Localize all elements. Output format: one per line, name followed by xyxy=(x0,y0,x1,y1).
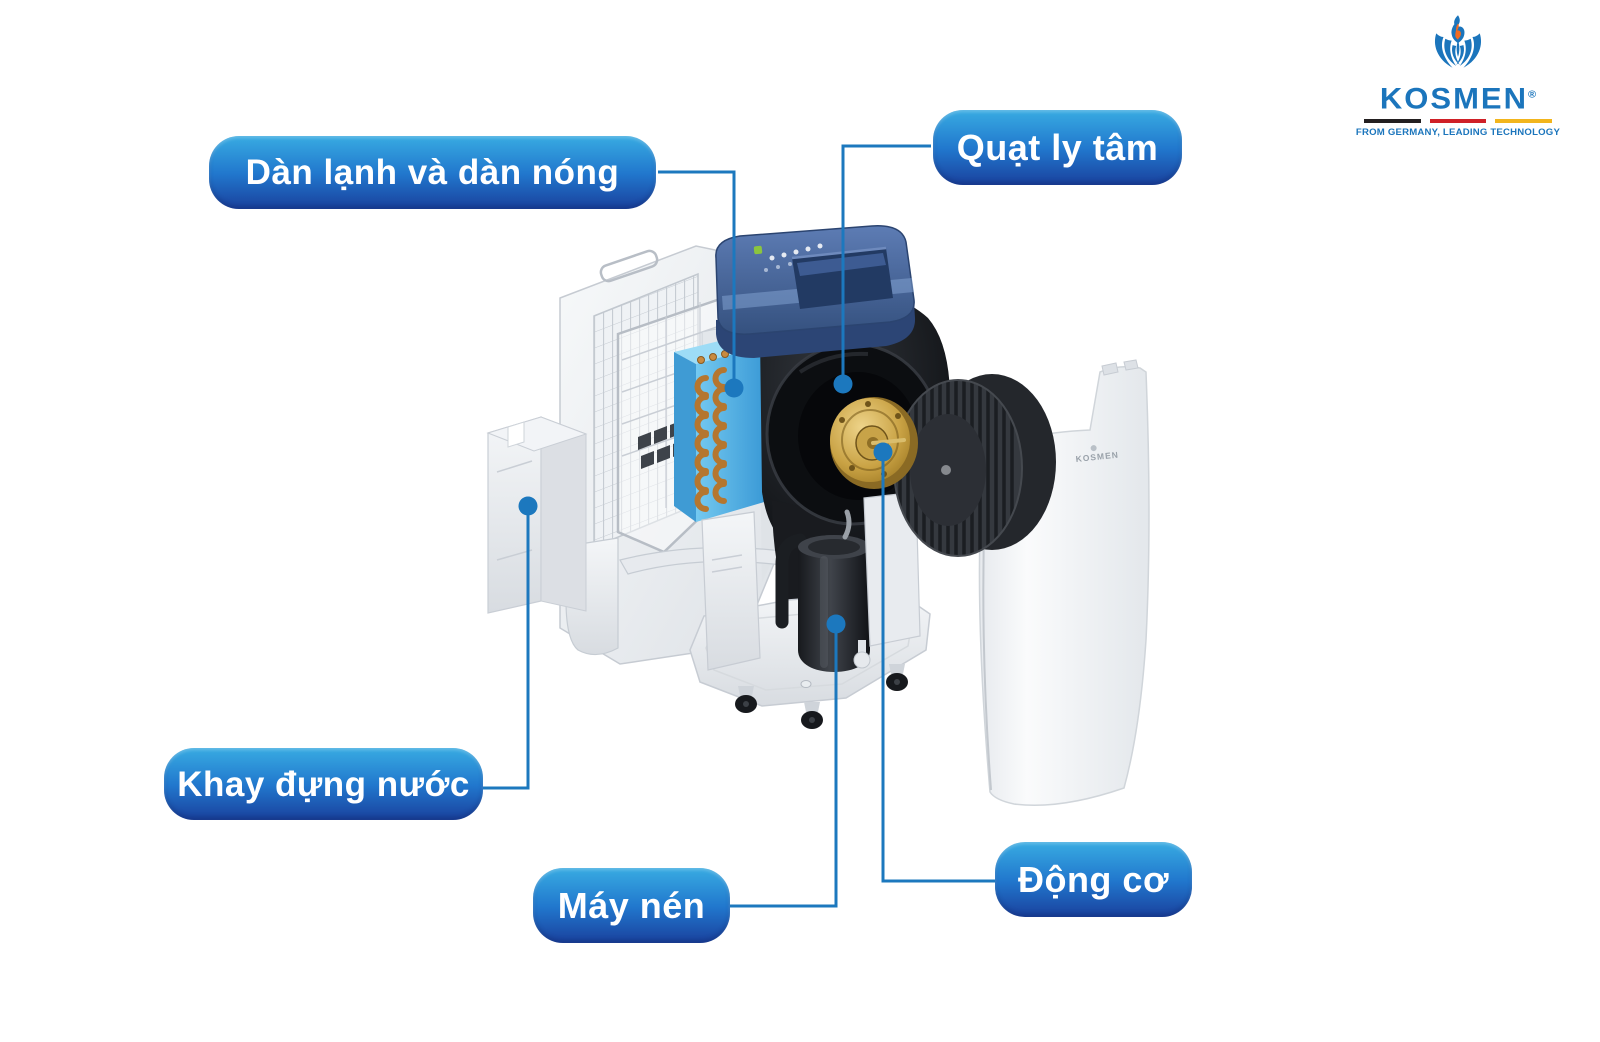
panel-logo-mark: KOSMEN xyxy=(1075,445,1119,464)
registered-mark: ® xyxy=(1527,89,1537,101)
motor-part xyxy=(830,397,918,489)
callout-connectors xyxy=(481,144,997,908)
impeller-part xyxy=(893,374,1056,557)
panel-logo-text: KOSMEN xyxy=(1075,450,1119,464)
top-cover-part xyxy=(715,225,916,358)
flag-bar-yellow xyxy=(1495,119,1553,123)
connector-tray xyxy=(481,506,530,790)
german-flag-bars xyxy=(1364,119,1553,123)
flag-bar-red xyxy=(1429,119,1487,123)
caster-wheels xyxy=(735,664,908,729)
connector-compressor xyxy=(728,624,838,908)
label-motor: Động cơ xyxy=(995,842,1192,917)
compressor-part xyxy=(775,509,871,672)
frame-columns-part xyxy=(701,491,921,671)
control-panel-icons xyxy=(753,243,823,272)
coil-part xyxy=(674,313,789,522)
brand-name: KOSMEN® xyxy=(1379,81,1537,116)
label-coils: Dàn lạnh và dàn nóng xyxy=(209,136,656,209)
connector-coils xyxy=(658,170,736,388)
connector-motor xyxy=(881,452,997,883)
copper-tubes xyxy=(694,367,727,512)
brand-logo: KOSMEN® FROM GERMANY, LEADING TECHNOLOGY xyxy=(1352,12,1564,138)
connector-fan xyxy=(841,144,931,384)
phoenix-flame-icon xyxy=(1434,15,1482,68)
label-compressor: Máy nén xyxy=(533,868,730,943)
brand-tagline: FROM GERMANY, LEADING TECHNOLOGY xyxy=(1355,127,1561,138)
flag-bar-black xyxy=(1364,119,1421,123)
label-water-tray: Khay đựng nước xyxy=(164,748,483,820)
label-centrifugal-fan: Quạt ly tâm xyxy=(933,110,1182,185)
callout-dots xyxy=(518,374,893,634)
water-tray-part xyxy=(486,416,588,614)
